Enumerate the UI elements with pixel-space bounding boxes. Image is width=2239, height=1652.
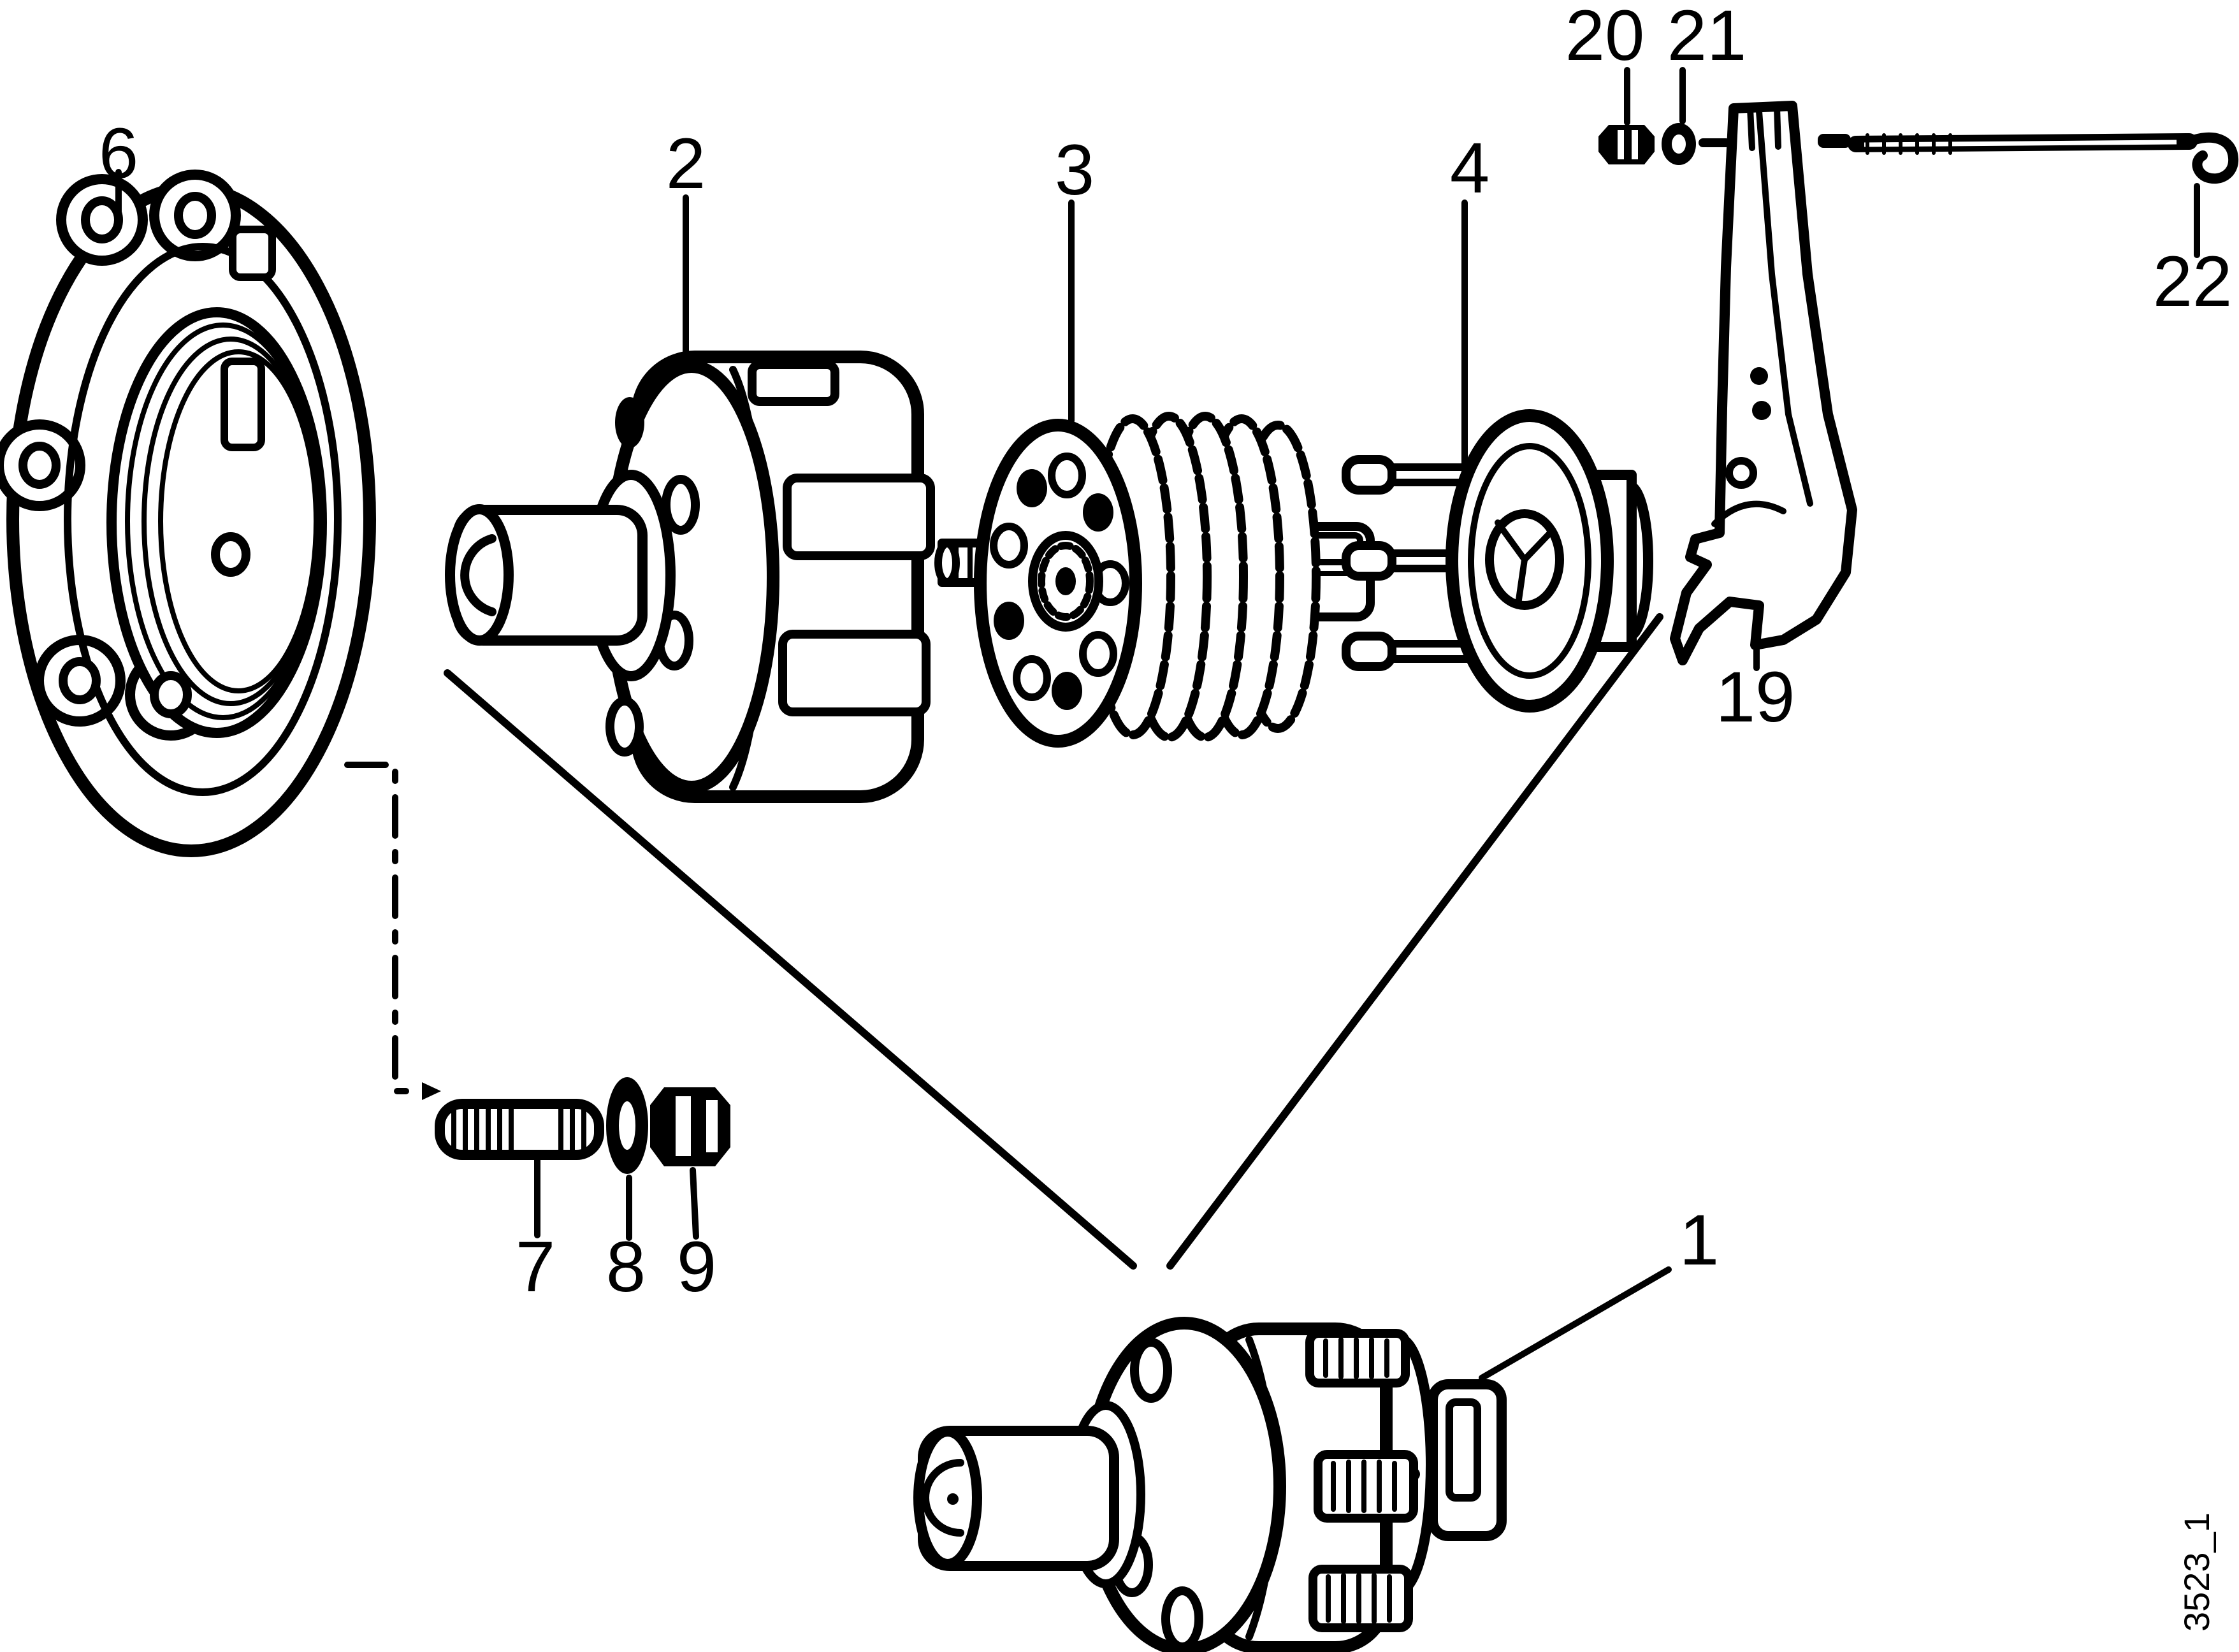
callout-6-label: 6 (99, 113, 138, 193)
plate-hole (1017, 469, 1047, 507)
shaft-keyway-notch (460, 534, 496, 616)
callout-8-label: 8 (606, 1227, 646, 1307)
flange-bolt-hole (59, 657, 101, 704)
flange-bolt-hole (174, 192, 216, 239)
rod-knurling (1866, 133, 1952, 155)
centerline-dash-dot (344, 762, 425, 1094)
callout-4-label: 4 (1450, 128, 1489, 208)
fork-inner-line (1756, 108, 1813, 507)
plate-hole (1083, 493, 1113, 532)
callout-22-label: 22 (2153, 242, 2233, 321)
washer-hole (619, 1101, 635, 1150)
nut-body (1598, 125, 1655, 164)
part-21-lock-washer (1662, 123, 1696, 165)
part-3-clutch-disc-pack (934, 412, 1375, 748)
shaft-center-dot (947, 1493, 959, 1505)
fork-hole (1752, 401, 1771, 420)
part-19-release-fork (1670, 101, 1857, 665)
flange-hole (1161, 1586, 1203, 1651)
flange-keyway-slot (229, 226, 276, 281)
rod-left-end (1818, 134, 1851, 148)
fork-clevis-slot (1774, 104, 1781, 150)
flange-hole (1130, 1338, 1172, 1403)
flange-bore-groove (158, 349, 319, 693)
plate-hub-fingers (1495, 519, 1556, 607)
part-7-threaded-stud (435, 1099, 604, 1160)
fork-hole (1750, 367, 1768, 385)
part-1-clutch-assembly (913, 1317, 1507, 1652)
fork-pivot-hole (1725, 457, 1757, 489)
callout-9-leader (690, 1167, 699, 1240)
flange-bolt-hole (81, 196, 123, 243)
plate-hole (1013, 655, 1051, 701)
flange-keyway-slot (221, 358, 265, 451)
callout-20-label: 20 (1565, 0, 1645, 75)
shaft-keyway-notch (922, 1459, 964, 1537)
centerline-arrowhead (422, 1082, 441, 1100)
stud-thread-hatching (558, 1106, 586, 1153)
nut-facet-highlight (1632, 130, 1638, 159)
flange-bolt-hole (150, 671, 192, 718)
flange-bolt-hole (211, 532, 250, 577)
spline-teeth (1038, 542, 1094, 621)
drum-side-slot (783, 474, 935, 560)
release-pin-head (1342, 541, 1396, 581)
flange-hole (662, 475, 700, 535)
flange-bolt-hole (18, 442, 61, 489)
figure-code-label: 3523_1 (2177, 1512, 2217, 1632)
fork-boss-arc (1711, 500, 1786, 527)
drum-top-slot (748, 360, 839, 406)
release-pin-head (1342, 455, 1396, 495)
callout-9-label: 9 (677, 1227, 716, 1307)
assembly-v-line-left (444, 669, 1137, 1270)
pressure-plate-inner-line (1468, 443, 1591, 679)
spring-coils (1331, 1460, 1397, 1513)
nut-facet-highlight (706, 1100, 718, 1152)
fork-clevis-slot (1747, 105, 1755, 151)
hub-center-hole (1055, 567, 1076, 595)
callout-1-leader (1479, 1266, 1672, 1381)
plate-hole (1079, 631, 1117, 677)
flange-hole (615, 397, 644, 448)
callout-19-label: 19 (1716, 657, 1795, 737)
stud-thread-hatching (451, 1105, 514, 1154)
plate-hole (990, 523, 1028, 569)
threaded-shaft-tip (934, 540, 960, 586)
callout-7-label: 7 (516, 1227, 555, 1307)
plate-hole (1052, 672, 1082, 710)
shaft-end-cap (445, 504, 514, 646)
callout-21-label: 21 (1667, 0, 1747, 75)
part-20-nut (1598, 125, 1655, 164)
part-2-clutch-drum (445, 351, 935, 803)
callout-2-label: 2 (666, 124, 706, 203)
assembly-v-line-right (1166, 613, 1663, 1270)
flange-face-ring (64, 243, 342, 796)
part-22-actuating-rod (1818, 132, 2239, 184)
nut-facet-highlight (676, 1096, 691, 1156)
plate-hole (1048, 453, 1086, 498)
drum-side-slot (778, 630, 931, 716)
rod-hook-end (2184, 132, 2239, 184)
output-hub-slot (1446, 1398, 1481, 1502)
plate-hole (994, 602, 1024, 640)
rod-highlight (1864, 140, 2177, 147)
part-9-hex-nut (650, 1087, 730, 1166)
callout-3-label: 3 (1055, 130, 1094, 210)
spring-coils (1326, 1573, 1392, 1624)
nut-facet-highlight (1618, 130, 1624, 159)
part-8-spring-washer (606, 1077, 648, 1174)
release-pin-head (1342, 632, 1396, 671)
part-4-pressure-plate (1342, 409, 1653, 713)
spring-coils (1323, 1337, 1389, 1379)
washer-hole (1672, 134, 1686, 154)
flange-bore (106, 307, 327, 738)
callout-1-label: 1 (1679, 1200, 1719, 1280)
part-6-adapter-flange (0, 170, 376, 857)
flange-hole (605, 697, 644, 757)
